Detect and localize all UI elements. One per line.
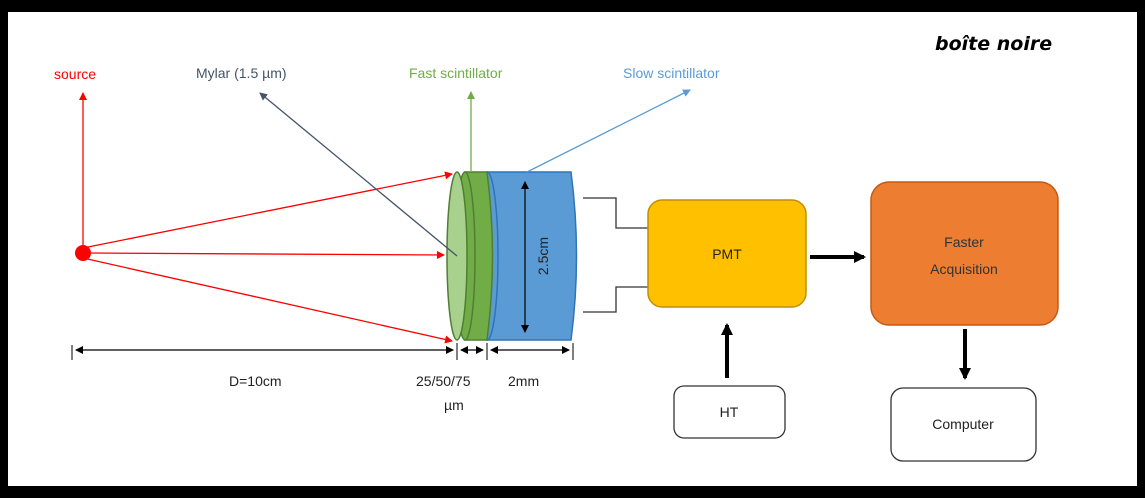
- source-label: source: [54, 66, 96, 82]
- faster-label-line1: Faster: [944, 234, 984, 250]
- faster-acquisition-box: Faster Acquisition: [870, 181, 1059, 326]
- fast-thickness-unit: µm: [444, 397, 464, 413]
- mylar-pointer: [259, 92, 458, 257]
- pmt-connector: [583, 197, 648, 313]
- ray-middle: [87, 250, 445, 259]
- diameter-label: 2.5cm: [535, 237, 551, 275]
- mylar-label: Mylar (1.5 µm): [196, 65, 287, 81]
- fast-scintillator-label: Fast scintillator: [409, 65, 503, 81]
- ray-top: [82, 171, 453, 249]
- slow-scintillator-label: Slow scintillator: [623, 65, 720, 81]
- pmt-label: PMT: [712, 246, 742, 262]
- ht-box: HT: [673, 385, 786, 439]
- computer-label: Computer: [932, 416, 994, 432]
- ht-label: HT: [720, 404, 739, 420]
- fast-thickness-label: 25/50/75: [416, 373, 471, 389]
- slow-pointer: [526, 89, 691, 173]
- faster-label-line2: Acquisition: [930, 261, 998, 277]
- ray-bottom: [82, 257, 453, 344]
- diagram-title: boîte noire: [935, 33, 1052, 55]
- slow-thickness-label: 2mm: [508, 373, 539, 389]
- distance-dimensions: [71, 343, 574, 360]
- computer-box: Computer: [890, 387, 1037, 462]
- pmt-box: PMT: [647, 199, 807, 308]
- distance-label: D=10cm: [229, 373, 282, 389]
